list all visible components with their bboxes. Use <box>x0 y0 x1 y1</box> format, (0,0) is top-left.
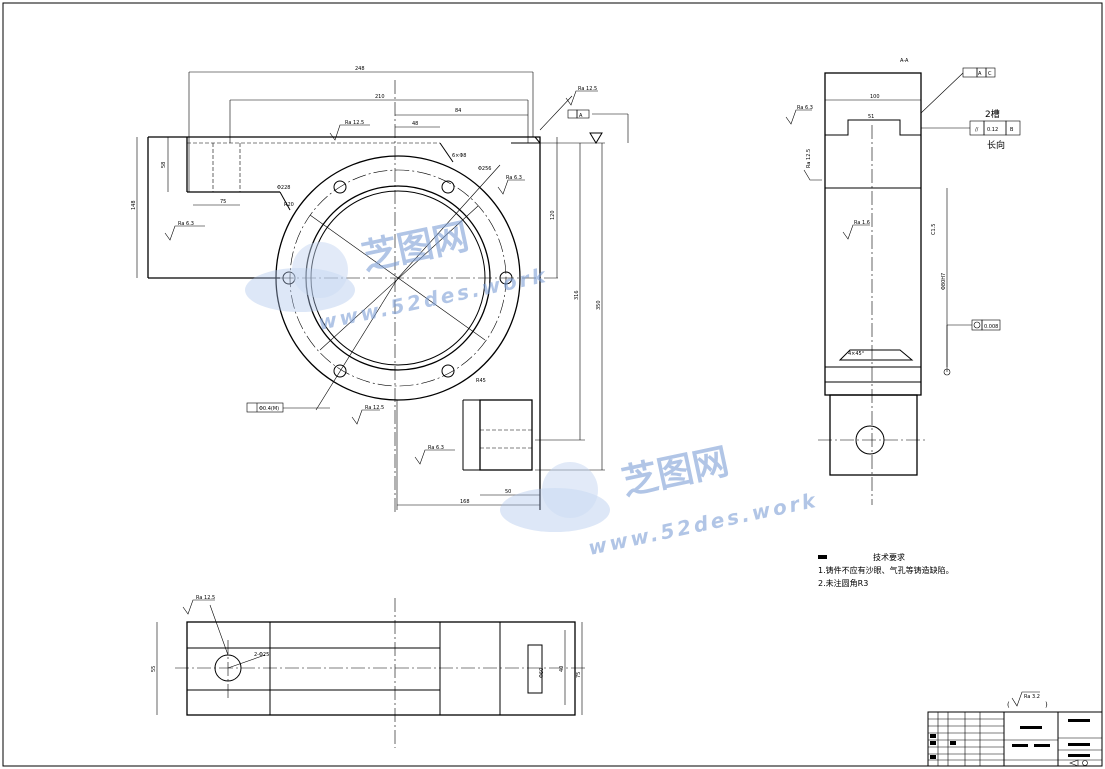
notes-line1: 1.铸件不应有沙眼、气孔等铸造缺陷。 <box>818 565 954 575</box>
dim-75: 75 <box>220 199 226 205</box>
front-view: 248 210 84 48 148 58 75 R20 Φ228 Φ256 6×… <box>131 66 629 512</box>
sec-dim-80: Φ80H7 <box>941 273 947 290</box>
groove-dir: 长向 <box>987 139 1005 151</box>
plan-view: 55 40 75 Φ60 2-Φ25 Ra 12.5 <box>151 595 585 748</box>
ra-top: Ra 12.5 <box>345 120 364 126</box>
general-ra: Ra 3.2 <box>1024 694 1040 700</box>
dim-50: 50 <box>505 489 511 495</box>
plan-ra: Ra 12.5 <box>196 595 215 601</box>
plan-dim-40: 40 <box>559 666 565 672</box>
ra-left: Ra 6.3 <box>178 221 194 227</box>
title-block <box>927 711 1103 767</box>
dim-r45: R45 <box>476 378 486 384</box>
svg-text:(: ( <box>1007 701 1010 709</box>
dim-84: 84 <box>455 108 461 114</box>
watermark-2: 芝图网 www.52des.work <box>500 441 820 560</box>
sec-dim-51: 51 <box>868 114 874 120</box>
dim-248: 248 <box>355 66 365 72</box>
watermark-1-cn: 芝图网 <box>358 216 472 279</box>
ra-lug: Ra 6.3 <box>428 445 444 451</box>
sec-dim-chamfer: 4×45° <box>848 351 865 357</box>
plan-dim-75: 75 <box>576 672 582 678</box>
ra-right: Ra 6.3 <box>506 175 522 181</box>
dim-phi256: Φ256 <box>478 166 491 172</box>
datum-a: A <box>579 113 583 119</box>
dim-6x: 6×Φ8 <box>452 153 467 159</box>
dim-120: 120 <box>550 210 556 220</box>
watermark-1: 芝图网 www.52des.work <box>245 216 550 335</box>
parallel-icon: // <box>975 127 979 133</box>
plan-dim-55: 55 <box>151 666 157 672</box>
dim-316: 316 <box>574 290 580 300</box>
dim-phi228: Φ228 <box>277 185 290 191</box>
perp-ref: B <box>1010 127 1014 133</box>
sec-dim-100: 100 <box>870 94 880 100</box>
dim-48: 48 <box>412 121 418 127</box>
groove-count: 2槽 <box>985 108 1000 120</box>
dim-r20: R20 <box>284 202 294 208</box>
general-roughness: ( Ra 3.2 ) <box>1007 691 1048 709</box>
sec-ra-1: Ra 6.3 <box>797 105 813 111</box>
section-label: A-A <box>900 58 909 64</box>
dim-58: 58 <box>161 162 167 168</box>
watermark-2-cn: 芝图网 <box>618 441 732 504</box>
watermark-2-url: www.52des.work <box>586 488 820 560</box>
notes-line2: 2.未注圆角R3 <box>818 578 868 588</box>
sec-ra-3: Ra 1.6 <box>854 220 870 226</box>
ra-lower: Ra 12.5 <box>365 405 384 411</box>
tol-a: A <box>978 71 982 77</box>
dim-350: 350 <box>596 300 602 310</box>
tol-c: C <box>988 71 992 77</box>
sec-dim-c15: C1.5 <box>931 224 937 235</box>
watermark-1-url: www.52des.work <box>316 263 550 335</box>
sec-ra-2: Ra 12.5 <box>806 149 812 168</box>
section-view: A-A 100 51 Φ80H7 C1.5 4×45° Ra 6.3 Ra 12… <box>785 58 1021 505</box>
plan-dim-60: Φ60 <box>539 668 545 678</box>
plan-dim-phi25: 2-Φ25 <box>254 652 269 658</box>
technical-notes: 技术要求 1.铸件不应有沙眼、气孔等铸造缺陷。 2.未注圆角R3 <box>818 552 954 588</box>
dim-168: 168 <box>460 499 470 505</box>
dim-210: 210 <box>375 94 385 100</box>
notes-title: 技术要求 <box>873 552 905 562</box>
circ-value: 0.008 <box>984 324 998 330</box>
pos-tolerance: Φ0.4(M) <box>259 406 279 412</box>
svg-text:): ) <box>1045 701 1048 709</box>
ra-corner: Ra 12.5 <box>578 86 597 92</box>
dim-148: 148 <box>131 200 137 210</box>
perp-value: 0.12 <box>987 127 998 133</box>
